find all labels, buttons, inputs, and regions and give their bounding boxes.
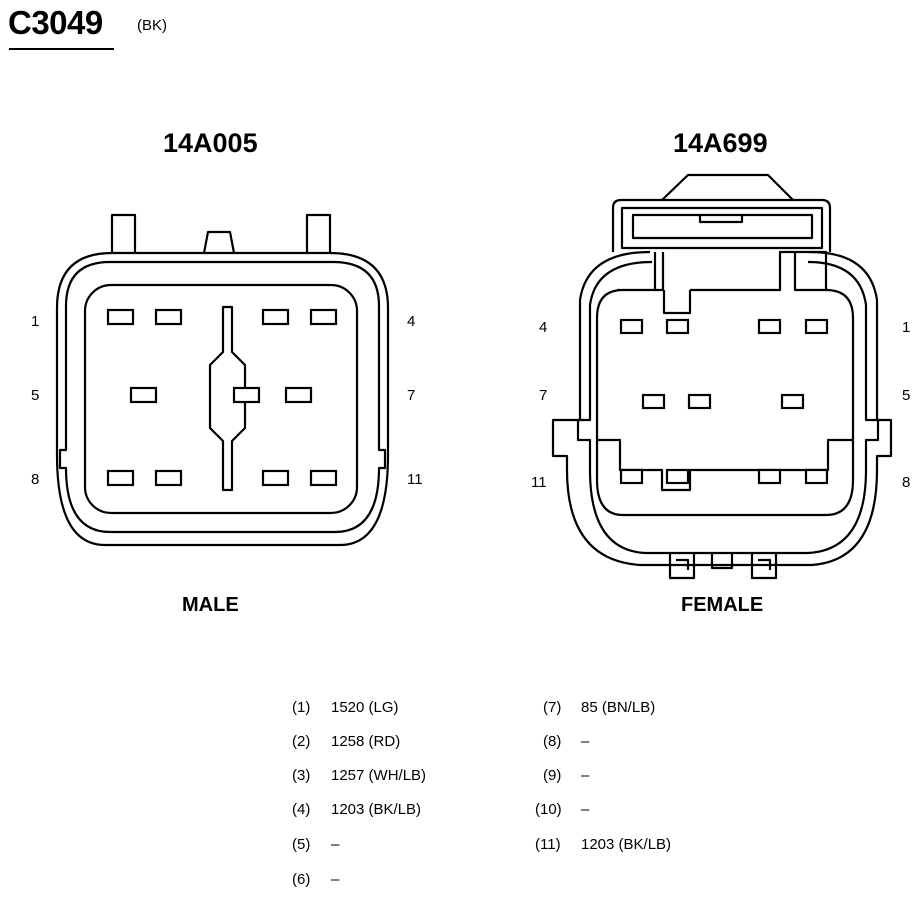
female-connector-diagram [551,173,893,580]
male-pin-label-4: 4 [407,313,416,330]
female-bottom-tab-detail [676,558,772,570]
male-pin-label-8: 8 [31,471,40,488]
legend-circuit: 85 (BN/LB) [581,699,656,716]
legend-circuit: 1203 (BK/LB) [581,836,672,853]
legend-circuit: 1203 (BK/LB) [331,801,422,818]
legend-pin: (6) [292,871,311,888]
male-terminal-10 [261,469,290,487]
connector-id: C3049 [8,4,103,41]
male-terminal-2 [154,308,183,326]
female-bottom-tab-left [668,553,696,580]
female-latch-frame [611,198,832,252]
legend-pin: (9) [543,767,562,784]
legend-circuit: – [581,801,590,818]
legend-circuit: – [581,733,590,750]
legend-pin: (8) [543,733,562,750]
female-terminal-2 [757,318,782,335]
legend-circuit: 1257 (WH/LB) [331,767,427,784]
female-pin-label-11: 11 [531,474,547,491]
legend-pin: (1) [292,699,311,716]
female-pin-label-4: 4 [539,319,548,336]
female-lock-channel [653,250,828,290]
legend-pin: (2) [292,733,311,750]
male-latch-tab-left [110,213,137,253]
female-pin-label-5: 5 [902,387,911,404]
female-latch-bar [631,213,814,240]
male-terminal-3 [261,308,290,326]
legend-pin: (3) [292,767,311,784]
female-terminal-4 [619,318,644,335]
female-terminal-5 [780,393,805,410]
male-terminal-9 [154,469,183,487]
legend-circuit: 1520 (LG) [331,699,399,716]
legend-circuit: – [331,871,340,888]
male-label: MALE [182,594,239,616]
female-top-hood [661,173,794,201]
legend-circuit: – [331,836,340,853]
female-outer-body [551,250,893,567]
female-pin-label-8: 8 [902,474,911,491]
legend-circuit: 1258 (RD) [331,733,401,750]
male-connector-diagram [55,213,390,547]
female-terminal-3 [665,318,690,335]
female-terminal-10 [665,468,690,485]
legend-circuit: – [581,767,590,784]
female-pin-label-1: 1 [902,319,911,336]
male-pin-label-5: 5 [31,387,40,404]
female-pin-label-7: 7 [539,387,548,404]
female-inner-face [595,250,855,517]
male-center-divider [208,305,247,492]
male-shell-rim [58,260,387,534]
legend-pin: (5) [292,836,311,853]
male-outer-shell [55,251,390,547]
male-terminal-4 [309,308,338,326]
male-latch-tab-right [305,213,332,253]
male-center-key [202,230,236,254]
female-label: FEMALE [681,594,764,616]
connector-color-code: (BK) [137,17,167,34]
male-pin-label-1: 1 [31,313,40,330]
legend-pin: (4) [292,801,311,818]
male-terminal-11 [309,469,338,487]
female-body-rim [576,260,880,555]
female-lower-step [597,438,853,492]
female-terminal-9 [757,468,782,485]
male-pin-label-7: 7 [407,387,416,404]
female-part-number: 14A699 [673,128,768,158]
male-terminal-7 [284,386,313,404]
legend-pin: (10) [535,801,562,818]
male-inner-face [83,283,359,515]
male-part-number: 14A005 [163,128,258,158]
legend-pin: (11) [535,836,561,853]
female-bottom-tab-right [750,553,778,580]
male-pin-label-11: 11 [407,471,423,488]
female-terminal-8 [804,468,829,485]
female-latch-notch [698,215,744,224]
female-latch-window [620,206,824,250]
male-terminal-8 [106,469,135,487]
male-terminal-1 [106,308,135,326]
female-terminal-1 [804,318,829,335]
male-terminal-6 [232,386,261,404]
legend-pin: (7) [543,699,562,716]
female-bottom-tab-center [710,553,734,570]
female-terminal-6 [687,393,712,410]
male-terminal-5 [129,386,158,404]
female-terminal-11 [619,468,644,485]
female-terminal-7 [641,393,666,410]
title-underline [9,48,114,50]
